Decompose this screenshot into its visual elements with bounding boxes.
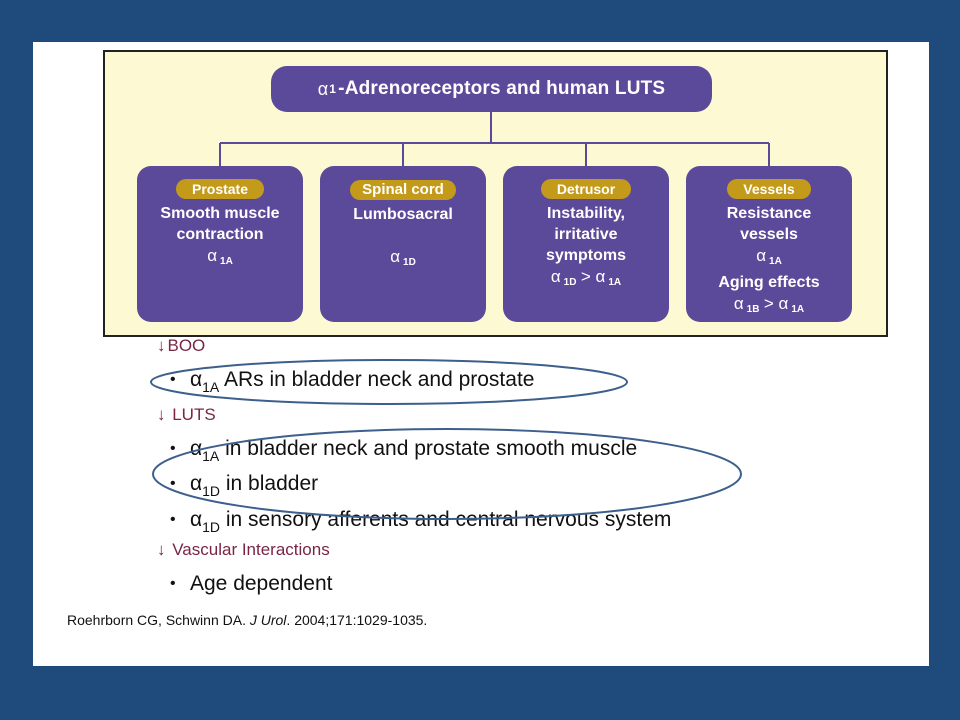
detrusor-box: Detrusor Instability, irritative symptom… bbox=[503, 166, 669, 322]
vessels-tag: Vessels bbox=[727, 179, 811, 199]
prostate-line-1: Smooth muscle bbox=[160, 205, 280, 222]
spinal-cord-tag: Spinal cord bbox=[350, 180, 456, 200]
prostate-line-2: contraction bbox=[176, 226, 264, 243]
bullet-icon: • bbox=[170, 475, 176, 492]
vascular-header: ↓ Vascular Interactions bbox=[157, 540, 330, 559]
vessels-line-2: vessels bbox=[740, 226, 798, 243]
luts-header: ↓ LUTS bbox=[157, 405, 216, 424]
luts-item: •α1D in sensory afferents and central ne… bbox=[170, 508, 672, 535]
bullet-icon: • bbox=[170, 440, 176, 457]
detrusor-line-2: irritative bbox=[554, 226, 618, 243]
luts-item: •α1A in bladder neck and prostate smooth… bbox=[170, 437, 638, 464]
detrusor-line-3: symptoms bbox=[545, 247, 627, 264]
vessels-line-3: Aging effects bbox=[718, 274, 820, 291]
down-arrow-icon: ↓ bbox=[157, 540, 166, 559]
bullet-icon: • bbox=[170, 371, 176, 388]
bullet-icon: • bbox=[170, 511, 176, 528]
down-arrow-icon: ↓ bbox=[157, 336, 166, 355]
vessels-line-1: Resistance bbox=[726, 205, 812, 222]
vascular-item: •Age dependent bbox=[170, 572, 333, 595]
luts-item: •α1D in bladder bbox=[170, 472, 319, 499]
down-arrow-icon: ↓ bbox=[157, 405, 166, 424]
citation: Roehrborn CG, Schwinn DA. J Urol. 2004;1… bbox=[67, 612, 428, 628]
prostate-tag: Prostate bbox=[175, 179, 265, 199]
title-alpha: α bbox=[317, 78, 329, 99]
connector-lines bbox=[219, 112, 770, 166]
detrusor-line-1: Instability, bbox=[547, 205, 625, 222]
boo-header: ↓BOO bbox=[157, 336, 206, 355]
spinal-cord-line-1: Lumbosacral bbox=[353, 206, 453, 223]
bullet-icon: • bbox=[170, 575, 176, 592]
title-subscript: 1 bbox=[329, 82, 337, 96]
boo-item: •α1A ARs in bladder neck and prostate bbox=[170, 368, 535, 395]
detrusor-tag: Detrusor bbox=[540, 179, 632, 199]
title-text: -Adrenoreceptors and human LUTS bbox=[338, 78, 666, 99]
